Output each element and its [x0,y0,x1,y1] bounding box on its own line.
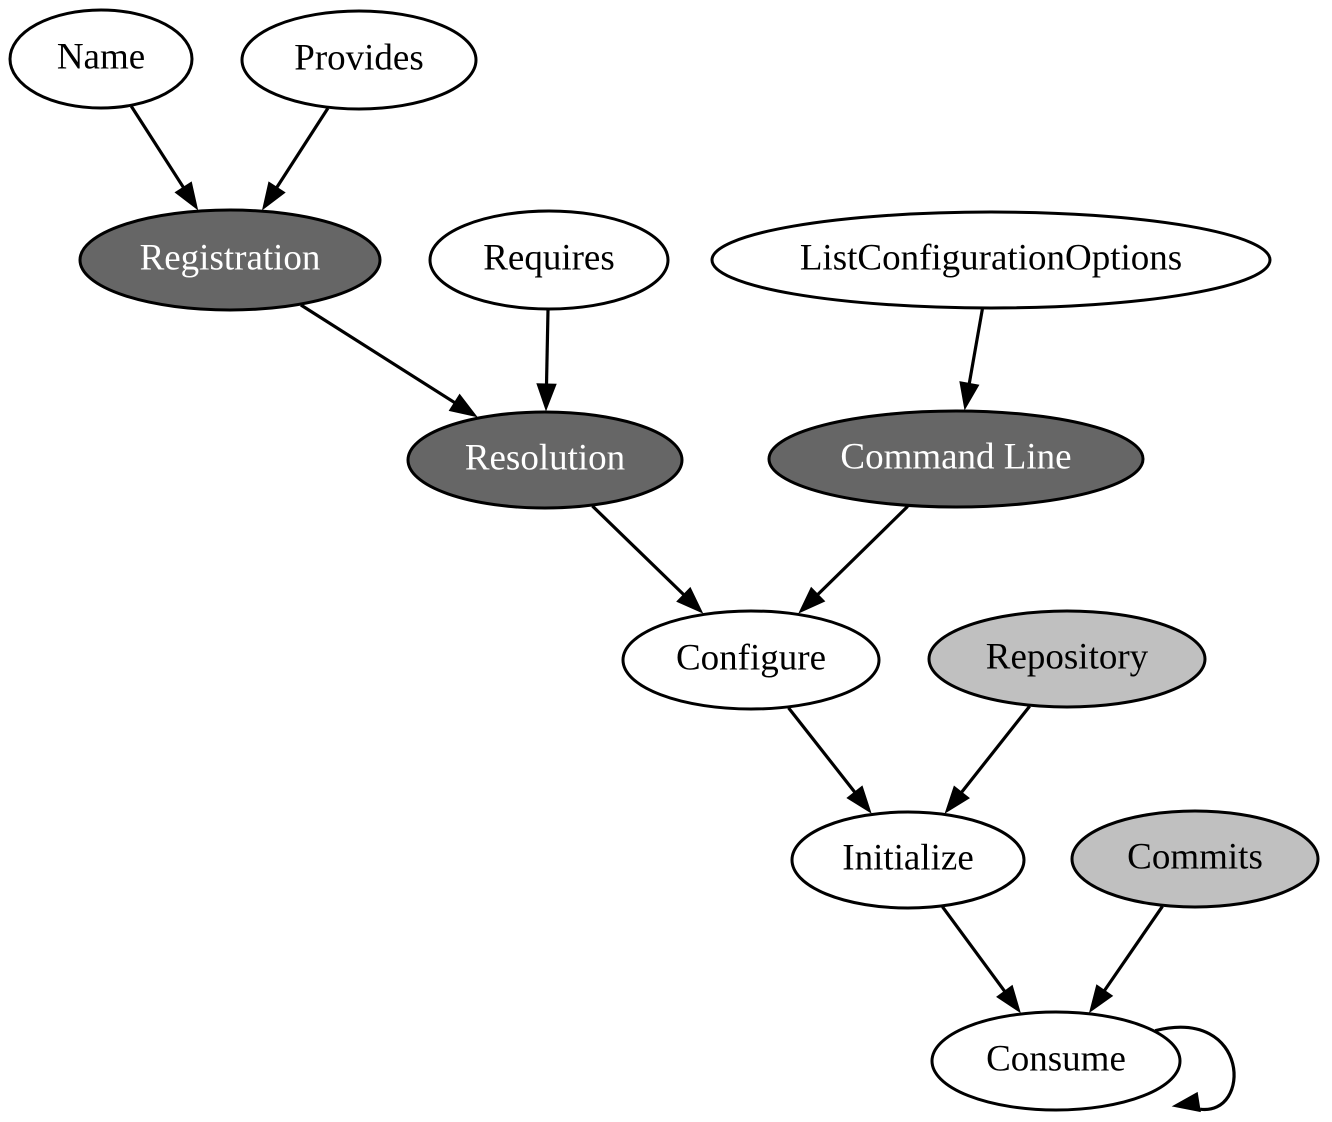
node-name[interactable]: Name [8,8,194,110]
node-label-listconfigurationoptions: ListConfigurationOptions [800,237,1182,278]
node-label-requires: Requires [483,237,615,278]
edge-commits-to-consume [1088,905,1164,1014]
node-shape-registration[interactable] [78,208,382,312]
edge-provides-to-registration [261,107,330,211]
node-commits[interactable]: Commits [1070,809,1320,909]
edge-consume-to-consume [1154,1025,1236,1113]
node-shape-commandline[interactable] [767,409,1145,509]
node-label-repository: Repository [986,636,1149,677]
node-initialize[interactable]: Initialize [790,810,1026,910]
edge-initialize-to-consume [941,905,1021,1014]
edge-commandline-to-configure [798,505,909,614]
edges-layer [129,105,1236,1113]
node-consume[interactable]: Consume [930,1010,1182,1112]
node-shape-requires[interactable] [428,209,670,311]
node-shape-listconfigurationoptions[interactable] [710,210,1272,310]
node-label-initialize: Initialize [842,837,974,878]
node-label-consume: Consume [986,1038,1126,1079]
node-label-registration: Registration [140,237,321,278]
node-label-name: Name [57,36,145,77]
edge-name-to-registration [129,105,199,211]
node-requires[interactable]: Requires [428,209,670,311]
node-resolution[interactable]: Resolution [406,410,684,510]
node-label-provides: Provides [294,37,424,78]
node-shape-consume[interactable] [930,1010,1182,1112]
node-configure[interactable]: Configure [621,609,881,711]
node-listconfigurationoptions[interactable]: ListConfigurationOptions [710,210,1272,310]
node-provides[interactable]: Provides [240,9,478,111]
node-shape-provides[interactable] [240,9,478,111]
edge-configure-to-initialize [787,706,872,814]
edge-registration-to-resolution [300,303,478,418]
node-label-commandline: Command Line [840,436,1071,477]
edge-repository-to-initialize [944,705,1031,814]
node-shape-repository[interactable] [927,609,1207,709]
edge-listconfigurationoptions-to-commandline [959,308,984,411]
node-shape-initialize[interactable] [790,810,1026,910]
node-label-commits: Commits [1127,836,1263,877]
node-commandline[interactable]: Command Line [767,409,1145,509]
node-registration[interactable]: Registration [78,208,382,312]
node-shape-commits[interactable] [1070,809,1320,909]
edge-requires-to-resolution [536,309,557,412]
node-label-configure: Configure [676,637,826,678]
edge-resolution-to-configure [591,504,704,614]
node-repository[interactable]: Repository [927,609,1207,709]
node-shape-name[interactable] [8,8,194,110]
node-shape-configure[interactable] [621,609,881,711]
node-label-resolution: Resolution [465,437,625,478]
node-shape-resolution[interactable] [406,410,684,510]
